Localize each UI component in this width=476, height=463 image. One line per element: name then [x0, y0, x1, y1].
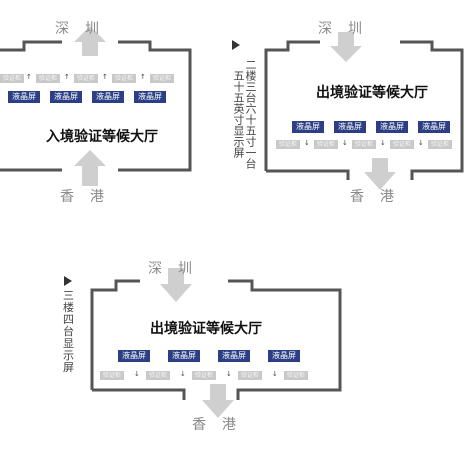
panel3-screen: 液晶屏 [118, 350, 150, 362]
panel1-wall-top [0, 40, 192, 172]
panel1-arrow-bottom [74, 150, 106, 186]
panel3-side-label: 三楼四台显示屏 [63, 289, 74, 374]
panel2-side-label: 二楼三台六十五寸一台五十五英寸显示屏 [232, 59, 257, 169]
panel1-arrow-top [74, 26, 106, 56]
panel3-screen: 液晶屏 [268, 350, 300, 362]
panel2-screen: 液晶屏 [334, 121, 366, 133]
panel3-desk: 验证柜 [284, 371, 309, 380]
up-arrow-icon: ↑ [140, 73, 146, 81]
panel2-arrow-top [330, 32, 362, 62]
panel2-wall [264, 40, 464, 180]
down-arrow-icon: ↓ [418, 139, 424, 147]
panel3-wall [90, 279, 342, 400]
panel3-arrow-top [160, 268, 192, 302]
panel2-desk: 验证柜 [352, 140, 377, 149]
up-arrow-icon: ↑ [26, 73, 32, 81]
panel3-desk: 验证柜 [100, 371, 125, 380]
panel2-arrow-bottom [364, 158, 396, 190]
panel3-screen: 液晶屏 [218, 350, 250, 362]
panel2-desk: 验证柜 [276, 140, 301, 149]
panel1-desk: 验证柜 [112, 74, 137, 83]
panel2-top-city: 深 圳 [318, 21, 363, 37]
panel2-screen: 液晶屏 [376, 121, 408, 133]
panel2-screen: 液晶屏 [418, 121, 450, 133]
panel1-screen: 液晶屏 [8, 91, 40, 103]
down-arrow-icon: ↓ [180, 370, 186, 378]
panel1-bottom-city: 香 港 [60, 189, 105, 205]
down-arrow-icon: ↓ [342, 139, 348, 147]
panel3-hall-title: 出境验证等候大厅 [150, 321, 262, 337]
down-arrow-icon: ↓ [226, 370, 232, 378]
panel2-desk: 验证柜 [428, 140, 453, 149]
panel2-desk: 验证柜 [390, 140, 415, 149]
down-arrow-icon: ↓ [272, 370, 278, 378]
panel3-top-city: 深 圳 [148, 261, 193, 277]
panel1-desk: 验证柜 [74, 74, 99, 83]
panel1-hall-title: 入境验证等候大厅 [46, 129, 158, 145]
pointer-triangle-icon [64, 276, 72, 286]
panel3-screen: 液晶屏 [168, 350, 200, 362]
down-arrow-icon: ↓ [380, 139, 386, 147]
panel2-hall-title: 出境验证等候大厅 [316, 85, 428, 101]
panel1-screen: 液晶屏 [134, 91, 166, 103]
pointer-triangle-icon [232, 40, 240, 50]
panel2-desk: 验证柜 [314, 140, 339, 149]
panel3-desk: 验证柜 [146, 371, 171, 380]
panel3-desk: 验证柜 [238, 371, 263, 380]
up-arrow-icon: ↑ [64, 73, 70, 81]
down-arrow-icon: ↓ [134, 370, 140, 378]
panel3-desk: 验证柜 [192, 371, 217, 380]
up-arrow-icon: ↑ [102, 73, 108, 81]
panel3-arrow-bottom [202, 384, 234, 418]
panel1-screen: 液晶屏 [92, 91, 124, 103]
panel1-desk: 验证柜 [150, 74, 175, 83]
down-arrow-icon: ↓ [304, 139, 310, 147]
panel3-bottom-city: 香 港 [192, 417, 237, 433]
panel1-top-city: 深 圳 [55, 21, 100, 37]
panel2-bottom-city: 香 港 [350, 189, 395, 205]
panel1-desk: 验证柜 [0, 74, 25, 83]
panel1-desk: 验证柜 [36, 74, 61, 83]
panel1-screen: 液晶屏 [50, 91, 82, 103]
panel2-screen: 液晶屏 [292, 121, 324, 133]
